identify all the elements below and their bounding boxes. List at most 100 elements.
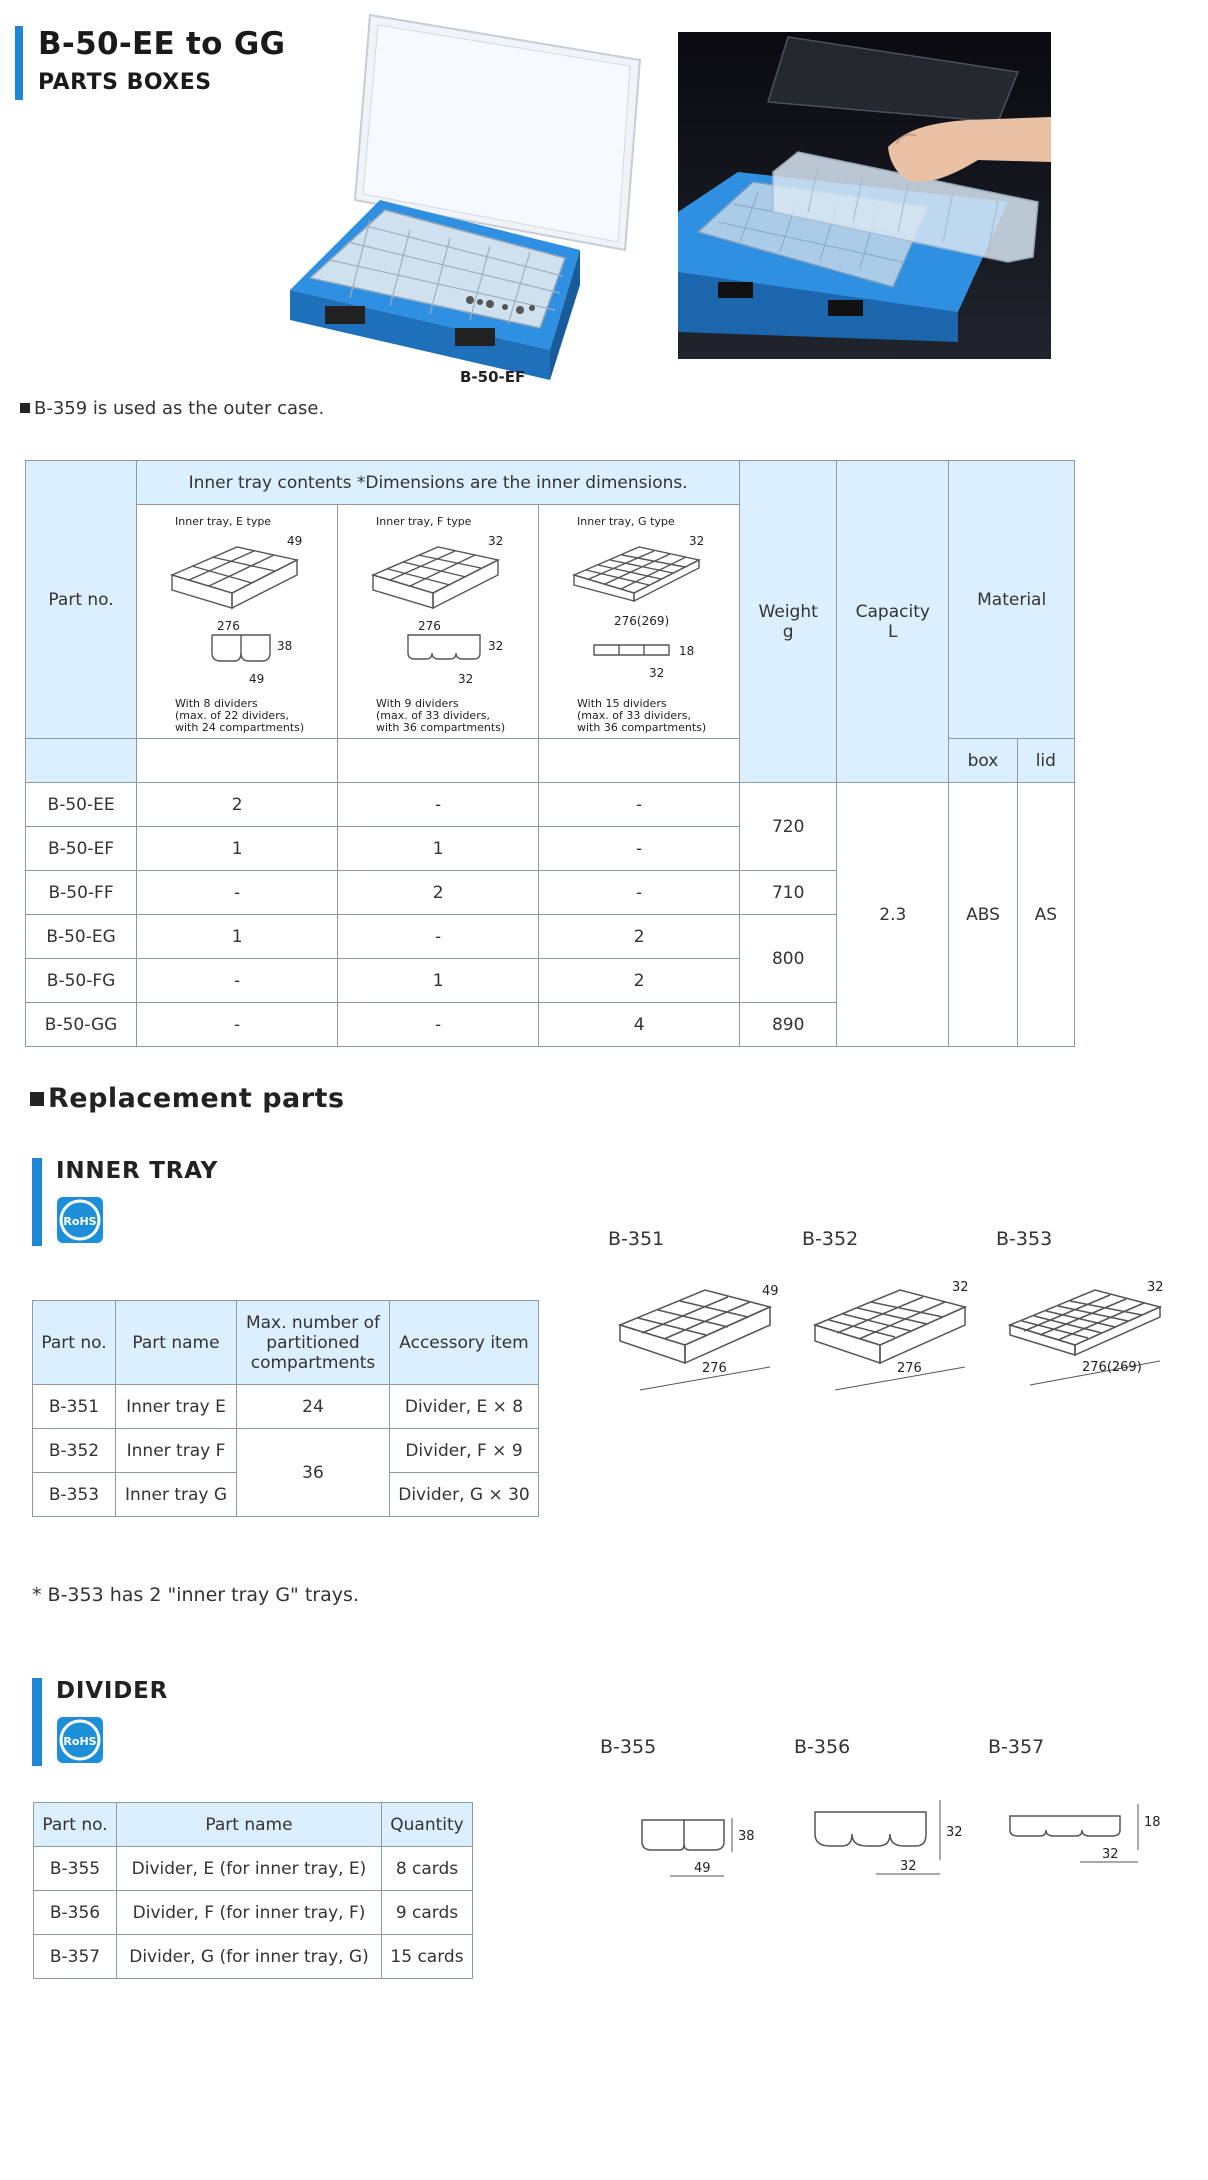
tray-f-spacer xyxy=(337,738,540,783)
product-photo-hand xyxy=(678,32,1051,359)
bullet-square-icon xyxy=(20,403,30,413)
svg-text:276: 276 xyxy=(418,619,441,633)
svg-text:49: 49 xyxy=(287,534,302,548)
svg-text:276(269): 276(269) xyxy=(1082,1360,1142,1375)
material-box-cell: ABS xyxy=(948,782,1018,1047)
svg-text:Inner tray, F type: Inner tray, F type xyxy=(376,515,472,528)
figure-label: B-352 xyxy=(802,1228,859,1250)
svg-text:RoHS: RoHS xyxy=(63,1735,96,1748)
svg-text:32: 32 xyxy=(1147,1280,1164,1295)
tray-g-spacer xyxy=(538,738,741,783)
divider-title: DIVIDER xyxy=(56,1678,169,1704)
svg-text:32: 32 xyxy=(1102,1847,1119,1862)
svg-text:With 9 dividers: With 9 dividers xyxy=(376,697,459,710)
svg-text:(max. of 33 dividers,: (max. of 33 dividers, xyxy=(577,709,691,722)
figure-label: B-356 xyxy=(794,1736,851,1758)
tray-figure-b351: 49 276 xyxy=(617,1284,779,1391)
svg-text:49: 49 xyxy=(694,1861,711,1876)
svg-text:276: 276 xyxy=(702,1361,727,1376)
svg-text:32: 32 xyxy=(458,672,473,686)
rohs-badge-icon: RoHS xyxy=(57,1717,103,1763)
table-row: B-50-EE 2 - - 720 2.3 ABS AS xyxy=(24,782,1076,1047)
rohs-badge-icon: RoHS xyxy=(57,1197,103,1243)
table-row: B-357 Divider, G (for inner tray, G) 15 … xyxy=(33,1934,473,1979)
divider-table: Part no. Part name Quantity B-355 Divide… xyxy=(33,1802,473,1979)
table-row: B-351 Inner tray E 24 Divider, E × 8 xyxy=(32,1384,539,1429)
svg-text:276(269): 276(269) xyxy=(614,614,669,628)
svg-text:276: 276 xyxy=(897,1361,922,1376)
divider-figure-b355 xyxy=(641,1818,733,1877)
table-row: B-355 Divider, E (for inner tray, E) 8 c… xyxy=(33,1846,473,1891)
table-row: B-352 Inner tray F 36 Divider, F × 9 xyxy=(32,1428,539,1517)
col-lid: lid xyxy=(1016,738,1076,783)
outer-case-note: B-359 is used as the outer case. xyxy=(20,398,324,419)
svg-text:32: 32 xyxy=(689,534,704,548)
divider-figure-b356 xyxy=(814,1800,941,1875)
divider-figure-b357 xyxy=(1009,1804,1139,1863)
table-row: B-50-FG - 1 2 xyxy=(24,958,1075,1003)
tray-figure-b352: 32 276 xyxy=(812,1280,969,1391)
table-row: B-50-GG - - 4 890 xyxy=(24,1002,1075,1047)
svg-text:32: 32 xyxy=(649,666,664,680)
parts-box-table: Part no. Inner tray contents *Dimensions… xyxy=(24,460,1076,1047)
divider-figures: 38 49 32 32 18 32 xyxy=(641,1800,1161,1877)
title-accent-bar xyxy=(15,26,23,100)
table-row: B-50-EG 1 - 2 800 xyxy=(24,914,1075,1003)
inner-tray-accent-bar xyxy=(32,1158,42,1246)
table-row: B-353 Inner tray G Divider, G × 30 xyxy=(32,1472,539,1517)
col-part-no: Part no. xyxy=(24,460,138,739)
capacity-cell: 2.3 xyxy=(836,782,950,1047)
svg-text:32: 32 xyxy=(488,534,503,548)
svg-text:38: 38 xyxy=(738,1829,755,1844)
page-subtitle: PARTS BOXES xyxy=(38,70,212,95)
svg-text:With 15 dividers: With 15 dividers xyxy=(577,697,667,710)
bullet-square-icon xyxy=(30,1092,44,1106)
svg-text:49: 49 xyxy=(762,1284,779,1299)
svg-text:49: 49 xyxy=(249,672,264,686)
tray-f-diagram: Inner tray, F type 32 276 32 32 With 9 d… xyxy=(337,504,540,739)
material-lid-cell: AS xyxy=(1016,782,1076,1047)
table-row: B-50-EF 1 1 - xyxy=(24,826,1075,871)
svg-text:38: 38 xyxy=(277,639,292,653)
svg-text:With 8 dividers: With 8 dividers xyxy=(175,697,258,710)
tray-e-diagram: Inner tray, E type 49 276 38 49 With 8 d… xyxy=(136,504,339,739)
tray-g-diagram: Inner tray, G type 32 276(269) 18 32 Wit… xyxy=(538,504,741,739)
photo-caption: B-50-EF xyxy=(460,368,525,385)
svg-text:(max. of 33 dividers,: (max. of 33 dividers, xyxy=(376,709,490,722)
replacement-heading: Replacement parts xyxy=(30,1083,345,1114)
col-material: Material xyxy=(948,460,1075,739)
svg-text:Inner tray, G type: Inner tray, G type xyxy=(577,515,675,528)
svg-text:RoHS: RoHS xyxy=(63,1215,96,1228)
col-part-no-spacer xyxy=(24,738,138,783)
product-photo-b50ef: B-50-EF xyxy=(290,13,642,385)
svg-text:18: 18 xyxy=(1144,1815,1161,1830)
weight-cell: 720 xyxy=(739,782,838,871)
tray-e-spacer xyxy=(136,738,339,783)
svg-text:276: 276 xyxy=(217,619,240,633)
inner-tray-figures: 49 276 32 276 32 276(269) xyxy=(617,1280,1164,1391)
weight-cell: 800 xyxy=(739,914,838,1003)
figure-label: B-351 xyxy=(608,1228,665,1250)
svg-text:18: 18 xyxy=(679,644,694,658)
figure-label: B-357 xyxy=(988,1736,1045,1758)
svg-text:with 36 compartments): with 36 compartments) xyxy=(577,721,706,733)
figure-label: B-353 xyxy=(996,1228,1053,1250)
col-inner-tray: Inner tray contents *Dimensions are the … xyxy=(136,460,741,505)
weight-cell: 710 xyxy=(739,870,838,915)
tray-figure-b353: 32 276(269) xyxy=(1007,1280,1164,1386)
svg-text:(max. of 22 dividers,: (max. of 22 dividers, xyxy=(175,709,289,722)
svg-text:with 24 compartments): with 24 compartments) xyxy=(175,721,304,733)
weight-cell: 890 xyxy=(739,1002,838,1047)
svg-text:32: 32 xyxy=(952,1280,969,1295)
inner-tray-footnote: * B-353 has 2 "inner tray G" trays. xyxy=(32,1584,359,1606)
table-row: B-50-FF - 2 - 710 xyxy=(24,870,1075,915)
figure-label: B-355 xyxy=(600,1736,657,1758)
svg-text:with 36 compartments): with 36 compartments) xyxy=(376,721,505,733)
divider-accent-bar xyxy=(32,1678,42,1766)
page-title: B-50-EE to GG xyxy=(38,26,286,62)
table-row: B-356 Divider, F (for inner tray, F) 9 c… xyxy=(33,1890,473,1935)
svg-text:32: 32 xyxy=(900,1859,917,1874)
